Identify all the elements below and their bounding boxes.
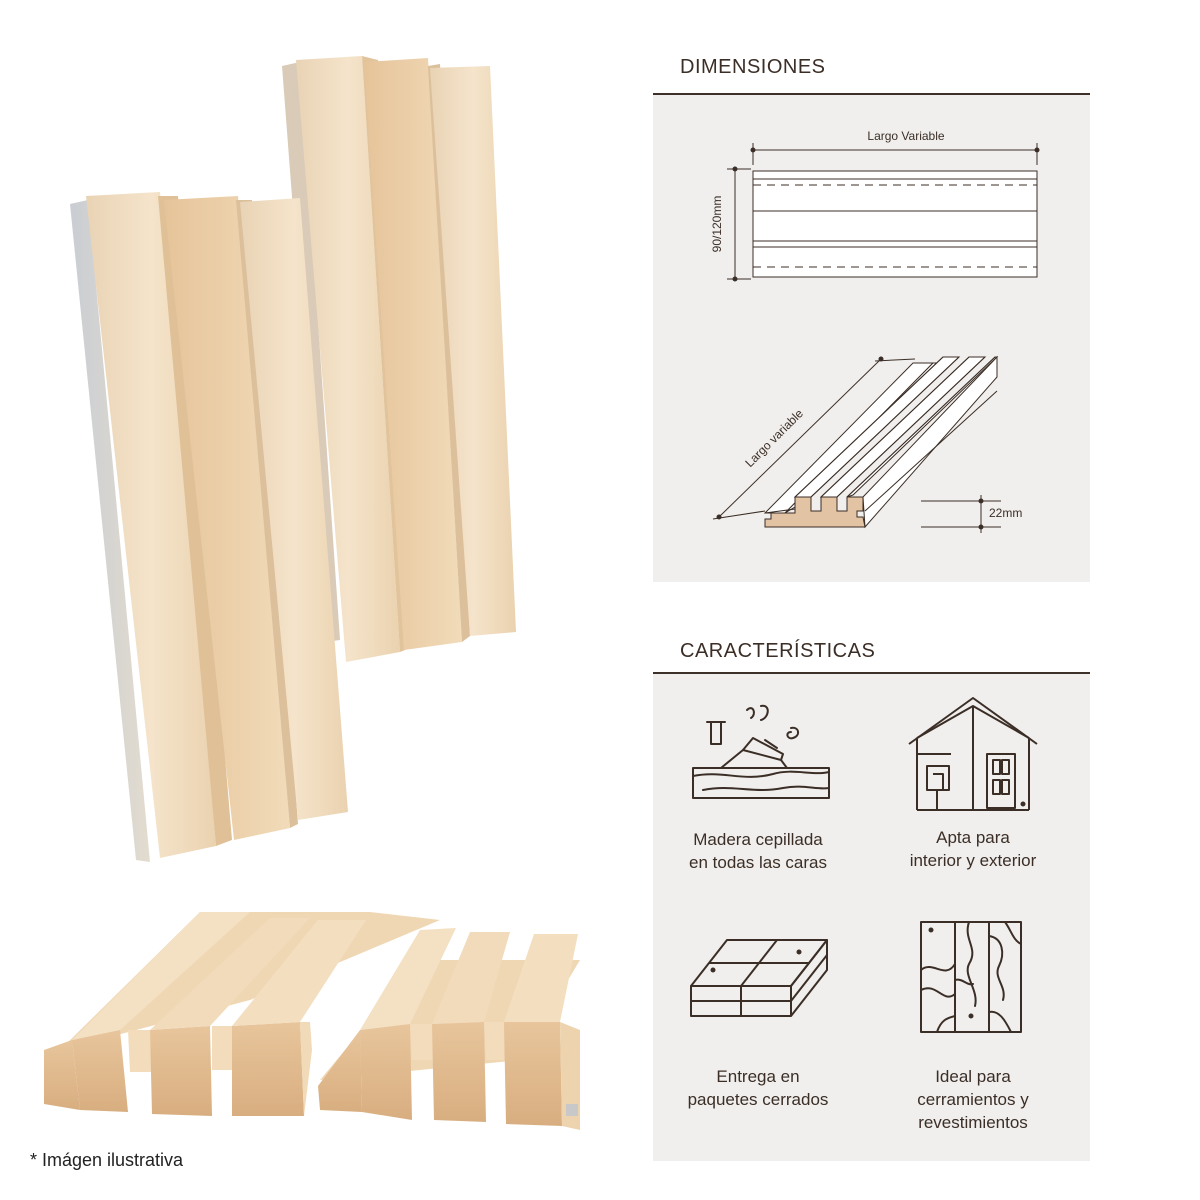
height-label: 90/120mm [710,196,724,253]
package-icon [690,939,828,1017]
features-title: CARACTERÍSTICAS [680,640,876,662]
profile-board-right [318,928,580,1130]
features-panel: Madera cepillada en todas las caras Apta… [653,674,1090,1161]
thickness-label: 22mm [989,506,1022,520]
dimensions-panel: Largo Variable 90/120mm [653,95,1090,582]
feature-label-package: Entrega en paquetes cerrados [687,1067,829,1109]
wood-grain-panel-icon [920,921,1022,1033]
dimensions-divider [653,93,1090,95]
feature-label-interior-exterior: Apta para interior y exterior [909,828,1037,870]
isometric-profile-diagram: Largo variable 22mm [712,355,1022,533]
product-photo-illustration [44,56,580,1130]
back-panel [282,56,516,662]
width-label: Largo Variable [867,129,944,143]
feature-label-cladding: Ideal para cerramientos y revestimientos [917,1067,1029,1132]
footnote: * Imágen ilustrativa [30,1150,184,1170]
front-elevation-diagram: Largo Variable 90/120mm [710,129,1040,282]
dimensions-title: DIMENSIONES [680,56,826,78]
features-divider [653,672,1090,674]
house-icon [908,697,1038,811]
front-panel [70,192,348,862]
length-label: Largo variable [742,406,806,470]
feature-label-planed: Madera cepillada en todas las caras [689,830,827,872]
profile-board-left [44,912,440,1116]
planed-wood-icon [692,704,830,799]
